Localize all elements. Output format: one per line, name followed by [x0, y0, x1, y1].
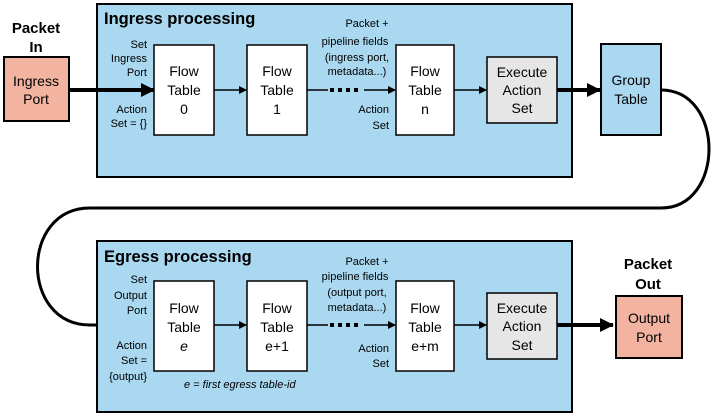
- egress-title: Egress processing: [104, 248, 252, 266]
- ingress-execute-line2: Action: [503, 82, 542, 98]
- output-port-line1: Output: [628, 310, 670, 326]
- pipeline-fields-line4: metadata...): [328, 66, 387, 78]
- flow-table-0-line3: 0: [180, 101, 188, 117]
- set-ingress-port-line1: Set: [130, 39, 147, 51]
- flow-table-e: [153, 280, 215, 372]
- flow-table-e1-line3: e+1: [265, 338, 289, 354]
- egress-pipeline-fields-line3: (output port,: [327, 287, 386, 299]
- ingress-port-line1: Ingress: [13, 73, 59, 89]
- flow-table-e1-line1: Flow: [262, 300, 292, 316]
- flow-table-e-line1: Flow: [169, 300, 199, 316]
- connector-group-to-egress: [36, 88, 711, 332]
- egress-execute-action-set: [486, 292, 558, 360]
- ingress-execute-line3: Set: [511, 100, 532, 116]
- flow-table-em-line3: e+m: [411, 338, 439, 354]
- ingress-port-line2: Port: [23, 91, 49, 107]
- flow-table-e1-line2: Table: [260, 319, 294, 335]
- egress-pipeline-fields-line4: metadata...): [328, 302, 387, 314]
- pipeline-fields-line1: Packet +: [345, 18, 388, 30]
- group-table-line2: Table: [614, 91, 648, 107]
- action-set-output-line1: Action: [116, 340, 147, 352]
- group-table-line1: Group: [612, 72, 651, 88]
- ingress-port-box: [3, 56, 70, 122]
- flow-table-1-line1: Flow: [262, 63, 292, 79]
- egress-execute-line1: Execute: [497, 300, 548, 316]
- output-port-box: [615, 295, 683, 359]
- ingress-title: Ingress processing: [104, 10, 255, 28]
- egress-execute-line3: Set: [511, 337, 532, 353]
- egress-pipeline-fields-line1: Packet +: [345, 256, 388, 268]
- set-output-port-line2: Output: [114, 290, 147, 302]
- pipeline-fields-line2: pipeline fields: [322, 36, 389, 48]
- set-ingress-port-line3: Port: [127, 67, 147, 79]
- action-set-n-line2: Set: [372, 120, 389, 132]
- flow-table-n-line2: Table: [408, 82, 442, 98]
- set-output-port-line3: Port: [127, 305, 147, 317]
- pipeline-fields-line3: (ingress port,: [325, 52, 389, 64]
- flow-table-e-line2: Table: [167, 319, 201, 335]
- flow-table-0: [153, 44, 215, 136]
- packet-out-line1: Packet: [624, 256, 672, 273]
- flow-table-em-line2: Table: [408, 319, 442, 335]
- action-set-output-line2: Set =: [121, 355, 147, 367]
- action-set-m-line2: Set: [372, 358, 389, 370]
- packet-out-line2: Out: [635, 276, 661, 293]
- flow-table-e-plus-m: [395, 280, 455, 372]
- packet-in-label-line2: In: [29, 39, 42, 56]
- egress-footnote: e = first egress table-id: [184, 379, 296, 391]
- flow-table-0-line2: Table: [167, 82, 201, 98]
- action-set-output-line3: {output}: [109, 371, 147, 383]
- action-set-m-line1: Action: [358, 343, 389, 355]
- flow-table-1-line2: Table: [260, 82, 294, 98]
- group-table: [600, 43, 662, 136]
- action-set-n-line1: Action: [358, 104, 389, 116]
- action-set-empty-line1: Action: [116, 104, 147, 116]
- flow-table-1: [246, 44, 308, 136]
- set-ingress-port-line2: Ingress: [111, 53, 148, 65]
- flow-table-n-line3: n: [421, 101, 429, 117]
- flow-table-n-line1: Flow: [410, 63, 440, 79]
- egress-execute-line2: Action: [503, 318, 542, 334]
- flow-table-n: [395, 44, 455, 136]
- ingress-execute-action-set: [486, 56, 558, 124]
- packet-in-label-line1: Packet: [12, 20, 60, 37]
- flow-table-e-line3: e: [180, 338, 188, 354]
- flow-table-1-line3: 1: [273, 101, 281, 117]
- egress-pipeline-fields-line2: pipeline fields: [322, 271, 389, 283]
- ingress-execute-line1: Execute: [497, 64, 548, 80]
- flow-table-0-line1: Flow: [169, 63, 199, 79]
- set-output-port-line1: Set: [130, 274, 147, 286]
- flow-table-e-plus-1: [246, 280, 308, 372]
- output-port-line2: Port: [636, 329, 662, 345]
- action-set-empty-line2: Set = {}: [111, 118, 148, 130]
- flow-table-em-line1: Flow: [410, 300, 440, 316]
